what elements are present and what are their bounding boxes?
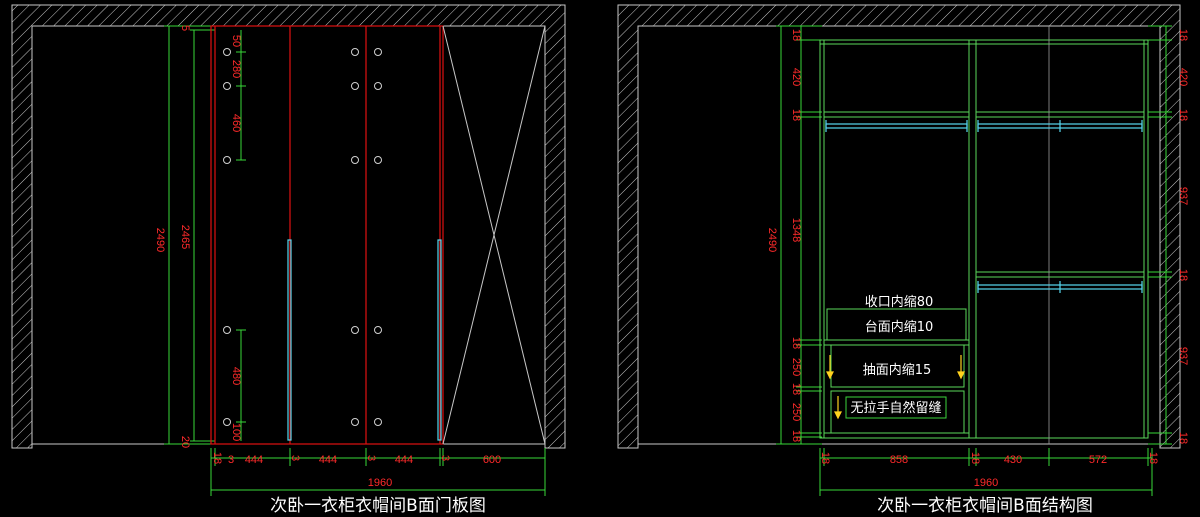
right-total-height: 2490 xyxy=(766,228,778,252)
door-outline xyxy=(210,25,444,445)
right-lc-7: 250 xyxy=(790,403,802,421)
left-vertical-dimensions xyxy=(164,25,246,445)
note-no-handle-box xyxy=(845,396,947,419)
right-opening xyxy=(637,25,1161,445)
left-cabinet-height: 2465 xyxy=(179,225,191,249)
right-w-mid: 18 xyxy=(969,452,981,464)
left-w7: 444 xyxy=(395,454,413,466)
right-drawing: 2490 18 420 18 1348 18 250 18 250 18 xyxy=(617,4,1189,516)
left-w6: 3 xyxy=(365,455,377,461)
left-bottom-gap: 20 xyxy=(179,436,191,448)
right-lc-0: 18 xyxy=(790,29,802,41)
right-w-inner: 858 xyxy=(890,454,908,466)
left-top-gap: 5 xyxy=(179,25,191,31)
right-horizontal-dimensions xyxy=(819,448,1153,496)
right-w-430: 430 xyxy=(1004,454,1022,466)
open-area-cross xyxy=(442,25,546,445)
left-hinge-b: 460 xyxy=(230,114,242,132)
left-hinge-c: 480 xyxy=(230,367,242,385)
left-hinge-a: 280 xyxy=(230,60,242,78)
drawer-arrows xyxy=(826,355,965,420)
right-rc-7: 18 xyxy=(1177,432,1189,444)
right-rc-6: 937 xyxy=(1177,347,1189,365)
right-wall-hatch xyxy=(617,4,1181,449)
right-lc-8: 18 xyxy=(790,430,802,442)
door-handles xyxy=(287,239,442,441)
note-front-recess: 收口内缩80 xyxy=(865,294,934,310)
right-rc-1: 420 xyxy=(1177,68,1189,86)
left-hinge-bottom: 100 xyxy=(230,423,242,441)
right-rc-0: 18 xyxy=(1177,29,1189,41)
left-horizontal-dimensions xyxy=(210,448,546,496)
left-overall: 1960 xyxy=(368,477,392,489)
left-drawing: 2490 2465 5 20 50 280 460 480 100 xyxy=(11,4,566,516)
right-lc-3: 1348 xyxy=(790,218,802,242)
right-vertical-dimensions-left xyxy=(776,25,822,445)
hinge-dots xyxy=(223,48,382,426)
right-lc-2: 18 xyxy=(790,109,802,121)
right-rc-5: 18 xyxy=(1177,269,1189,281)
right-vertical-dimensions-right xyxy=(1148,25,1172,445)
right-w-572: 572 xyxy=(1089,454,1107,466)
left-w5: 444 xyxy=(319,454,337,466)
door-panels xyxy=(210,25,444,445)
note-no-handle: 无拉手自然留缝 xyxy=(850,400,941,416)
left-w2: 3 xyxy=(228,454,234,466)
left-hinge-top: 50 xyxy=(230,35,242,47)
right-lc-4: 18 xyxy=(790,337,802,349)
left-w9: 600 xyxy=(483,454,501,466)
note-drawer-recess: 抽面内缩15 xyxy=(863,362,932,378)
right-w-right: 18 xyxy=(1147,452,1159,464)
left-total-height: 2490 xyxy=(154,228,166,252)
right-lc-1: 420 xyxy=(790,68,802,86)
right-w-left: 18 xyxy=(819,452,831,464)
right-lc-5: 250 xyxy=(790,358,802,376)
right-rc-2: 18 xyxy=(1177,109,1189,121)
left-w1: 18 xyxy=(211,452,223,464)
right-overall: 1960 xyxy=(974,477,998,489)
right-lc-6: 18 xyxy=(790,383,802,395)
right-rc-4: 937 xyxy=(1177,187,1189,205)
cabinet-structure xyxy=(819,39,1149,439)
hanging-rods xyxy=(825,120,1143,293)
right-title: 次卧一衣柜衣帽间B面结构图 xyxy=(877,496,1093,516)
left-w4: 3 xyxy=(289,455,301,461)
left-w3: 444 xyxy=(245,454,263,466)
note-top-recess: 台面内缩10 xyxy=(865,319,934,335)
left-title: 次卧一衣柜衣帽间B面门板图 xyxy=(270,496,486,516)
left-w8: 3 xyxy=(439,455,451,461)
